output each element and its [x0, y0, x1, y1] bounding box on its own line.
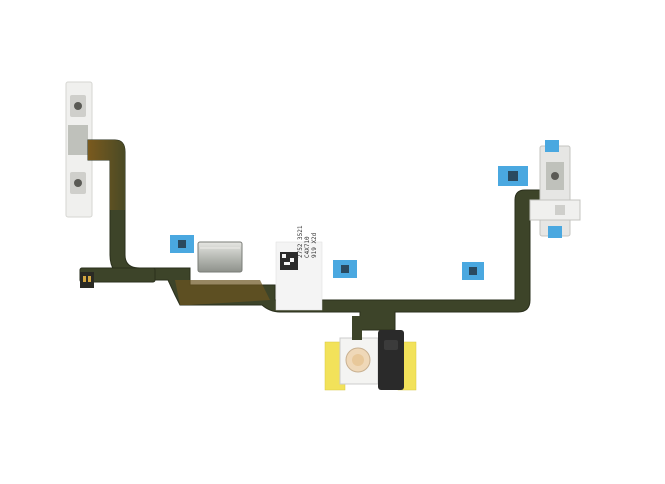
blue-stiffener-3 [462, 262, 484, 280]
label-line-1: 2752 3521 [297, 225, 304, 258]
side-connector-pad [79, 267, 156, 288]
label-line-2: C4X710 [304, 236, 311, 258]
flex-ribbon [87, 139, 549, 331]
flash-module [324, 316, 417, 391]
label-line-3: 919 X2d [311, 232, 318, 258]
product-label: 2752 3521 C4X710 919 X2d [275, 225, 323, 311]
right-power-bracket [529, 140, 581, 238]
left-volume-bracket [65, 81, 93, 218]
blue-stiffener-1 [170, 235, 194, 253]
metal-shield-plate [197, 241, 243, 273]
blue-stiffener-4 [498, 166, 528, 186]
blue-stiffener-2 [333, 260, 357, 278]
